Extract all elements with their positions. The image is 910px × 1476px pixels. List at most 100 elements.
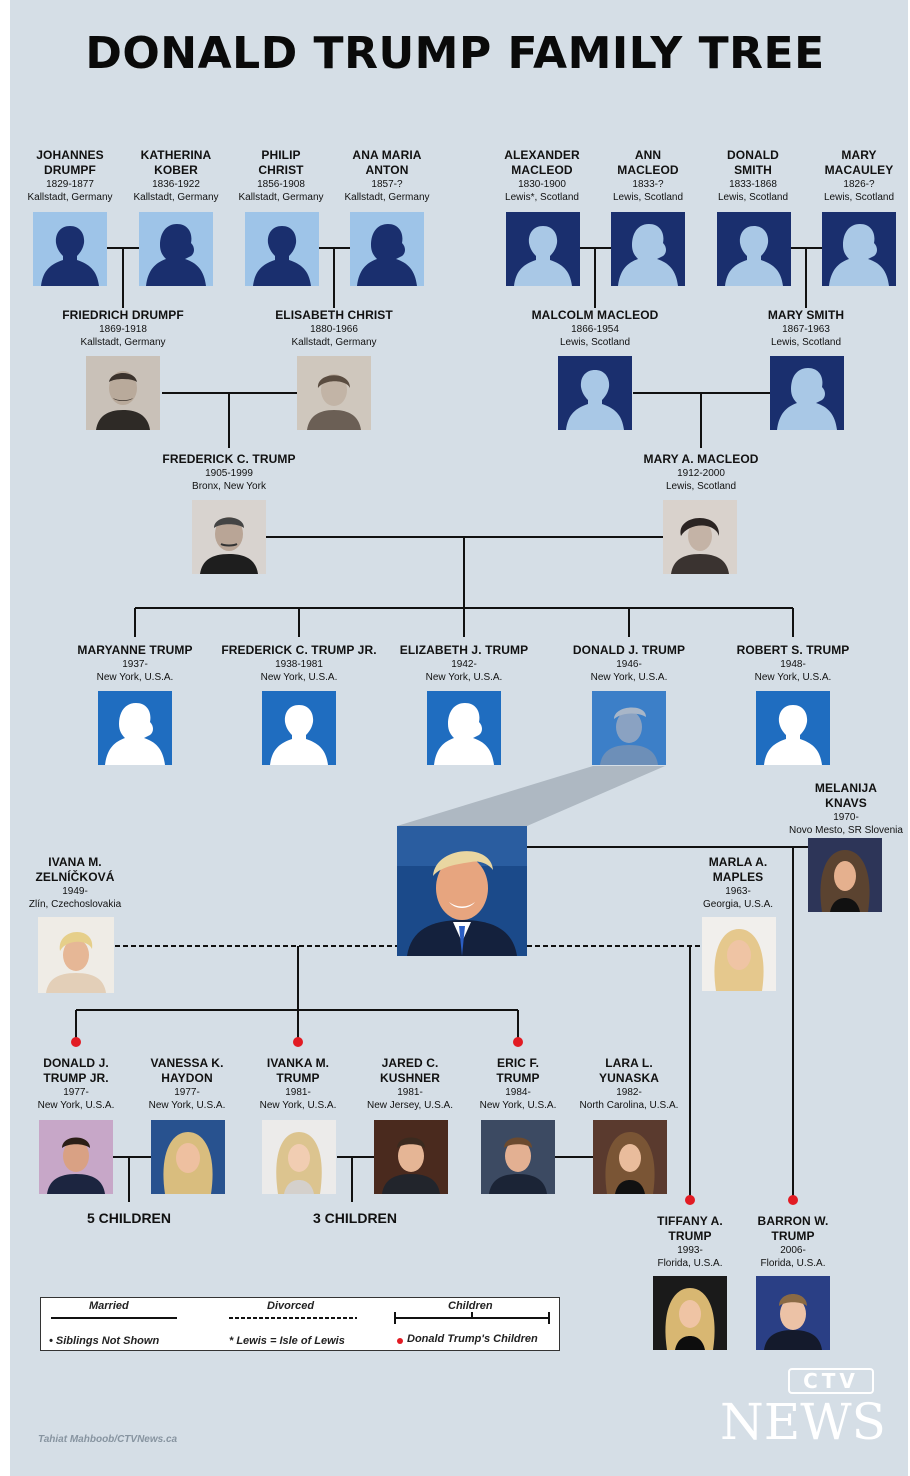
male-silhouette-icon (270, 705, 328, 765)
legend-lewis-note: * Lewis = Isle of Lewis (229, 1335, 345, 1347)
photo-lara-yunaska (593, 1120, 667, 1194)
silhouette-philip-christ (245, 212, 319, 286)
silhouette-katherina-kober (139, 212, 213, 286)
legend-siblings-not-shown: • Siblings Not Shown (49, 1335, 160, 1347)
person-frederick-c-trump-jr: FREDERICK C. TRUMP JR. 1938-1981 New Yor… (221, 643, 377, 683)
portrait-icon (481, 1120, 555, 1194)
photo-donald-j-trump-large (397, 826, 527, 956)
female-silhouette-icon (829, 224, 889, 286)
silhouette-mary-macauley (822, 212, 896, 286)
person-donald-smith: DONALD SMITH 1833-1868 Lewis, Scotland (717, 148, 789, 203)
silhouette-elizabeth-j-trump (427, 691, 501, 765)
portrait-icon (374, 1120, 448, 1194)
person-mary-smith: MARY SMITH 1867-1963 Lewis, Scotland (767, 308, 845, 348)
silhouette-johannes-drumpf (33, 212, 107, 286)
photo-frederick-c-trump (192, 500, 266, 574)
portrait-icon (702, 917, 776, 991)
female-silhouette-icon (146, 224, 206, 286)
person-ivanka-trump: IVANKA M. TRUMP 1981- New York, U.S.A. (259, 1056, 337, 1111)
credit: Tahiat Mahboob/CTVNews.ca (38, 1434, 178, 1445)
person-friedrich-drumpf: FRIEDRICH DRUMPF 1869-1918 Kallstadt, Ge… (62, 308, 184, 348)
photo-melanija-knavs (808, 838, 882, 912)
portrait-icon (151, 1120, 225, 1194)
legend-divorced: Divorced (267, 1300, 315, 1312)
portrait-icon (663, 500, 737, 574)
photo-barron-trump (756, 1276, 830, 1350)
person-frederick-c-trump: FREDERICK C. TRUMP 1905-1999 Bronx, New … (162, 452, 296, 492)
person-ann-macleod: ANN MACLEOD 1833-? Lewis, Scotland (612, 148, 684, 203)
legend-married: Married (89, 1300, 129, 1312)
female-silhouette-icon (434, 703, 494, 765)
ctv-logo-brand: CTV (803, 1369, 859, 1393)
portrait-icon (756, 1276, 830, 1350)
person-barron-trump: BARRON W. TRUMP 2006- Florida, U.S.A. (757, 1214, 829, 1269)
photo-ivanka-trump (262, 1120, 336, 1194)
male-silhouette-icon (514, 226, 572, 286)
male-silhouette-icon (725, 226, 783, 286)
portrait-icon (808, 838, 882, 912)
person-mary-a-macleod: MARY A. MACLEOD 1912-2000 Lewis, Scotlan… (643, 452, 759, 492)
photo-mary-a-macleod (663, 500, 737, 574)
female-silhouette-icon (777, 368, 837, 430)
person-elisabeth-christ: ELISABETH CHRIST 1880-1966 Kallstadt, Ge… (275, 308, 393, 348)
photo-eric-trump (481, 1120, 555, 1194)
person-katherina-kober: KATHERINA KOBER 1836-1922 Kallstadt, Ger… (133, 148, 219, 203)
person-johannes-drumpf: JOHANNES DRUMPF 1829-1877 Kallstadt, Ger… (27, 148, 113, 203)
legend-trump-children: Donald Trump's Children (407, 1333, 538, 1345)
note-five-children: 5 CHILDREN (87, 1210, 172, 1226)
silhouette-maryanne-trump (98, 691, 172, 765)
photo-vanessa-haydon (151, 1120, 225, 1194)
red-dot-icon (397, 1338, 403, 1344)
portrait-icon (262, 1120, 336, 1194)
person-donald-j-trump-jr: DONALD J. TRUMP JR. 1977- New York, U.S.… (37, 1056, 115, 1111)
person-jared-kushner: JARED C. KUSHNER 1981- New Jersey, U.S.A… (367, 1056, 453, 1111)
photo-tiffany-trump (653, 1276, 727, 1350)
person-melanija-knavs: MELANIJA KNAVS 1970- Novo Mesto, SR Slov… (789, 781, 903, 836)
photo-elisabeth-christ (297, 356, 371, 430)
person-tiffany-trump: TIFFANY A. TRUMP 1993- Florida, U.S.A. (657, 1214, 723, 1269)
person-malcolm-macleod: MALCOLM MACLEOD 1866-1954 Lewis, Scotlan… (531, 308, 659, 348)
male-silhouette-icon (41, 226, 99, 286)
photo-donald-j-trump-small (592, 691, 666, 765)
portrait-icon (86, 356, 160, 430)
person-lara-yunaska: LARA L. YUNASKA 1982- North Carolina, U.… (579, 1056, 679, 1111)
portrait-icon (39, 1120, 113, 1194)
note-three-children: 3 CHILDREN (313, 1210, 398, 1226)
person-ivana-zelnickova: IVANA M. ZELNÍČKOVÁ 1949- Zlín, Czechosl… (28, 855, 122, 910)
legend-children: Children (448, 1300, 493, 1312)
male-silhouette-icon (764, 705, 822, 765)
male-silhouette-icon (253, 226, 311, 286)
portrait-icon (592, 691, 666, 765)
silhouette-malcolm-macleod (558, 356, 632, 430)
photo-ivana-zelnickova (38, 917, 114, 993)
portrait-icon (653, 1276, 727, 1350)
legend: Married Divorced Children • Siblings Not… (40, 1297, 560, 1351)
ctv-logo-box (788, 1368, 874, 1394)
person-eric-trump: ERIC F. TRUMP 1984- New York, U.S.A. (479, 1056, 557, 1111)
photo-friedrich-drumpf (86, 356, 160, 430)
silhouette-donald-smith (717, 212, 791, 286)
ctv-logo-word: NEWS (720, 1393, 886, 1451)
person-marla-maples: MARLA A. MAPLES 1963- Georgia, U.S.A. (702, 855, 774, 910)
female-silhouette-icon (618, 224, 678, 286)
silhouette-ana-maria-anton (350, 212, 424, 286)
portrait-icon (38, 917, 114, 993)
ctv-news-logo: CTV NEWS (720, 1368, 886, 1458)
person-maryanne-trump: MARYANNE TRUMP 1937- New York, U.S.A. (77, 643, 193, 683)
person-vanessa-haydon: VANESSA K. HAYDON 1977- New York, U.S.A. (148, 1056, 226, 1111)
silhouette-ann-macleod (611, 212, 685, 286)
person-ana-maria-anton: ANA MARIA ANTON 1857-? Kallstadt, German… (344, 148, 430, 203)
silhouette-mary-smith (770, 356, 844, 430)
portrait-icon (593, 1120, 667, 1194)
portrait-icon (192, 500, 266, 574)
portrait-icon (397, 826, 527, 956)
person-philip-christ: PHILIP CHRIST 1856-1908 Kallstadt, Germa… (238, 148, 324, 203)
person-donald-j-trump: DONALD J. TRUMP 1946- New York, U.S.A. (572, 643, 686, 683)
person-robert-s-trump: ROBERT S. TRUMP 1948- New York, U.S.A. (736, 643, 850, 683)
photo-donald-j-trump-jr (39, 1120, 113, 1194)
person-alexander-macleod: ALEXANDER MACLEOD 1830-1900 Lewis*, Scot… (504, 148, 580, 203)
photo-jared-kushner (374, 1120, 448, 1194)
silhouette-robert-s-trump (756, 691, 830, 765)
female-silhouette-icon (105, 703, 165, 765)
